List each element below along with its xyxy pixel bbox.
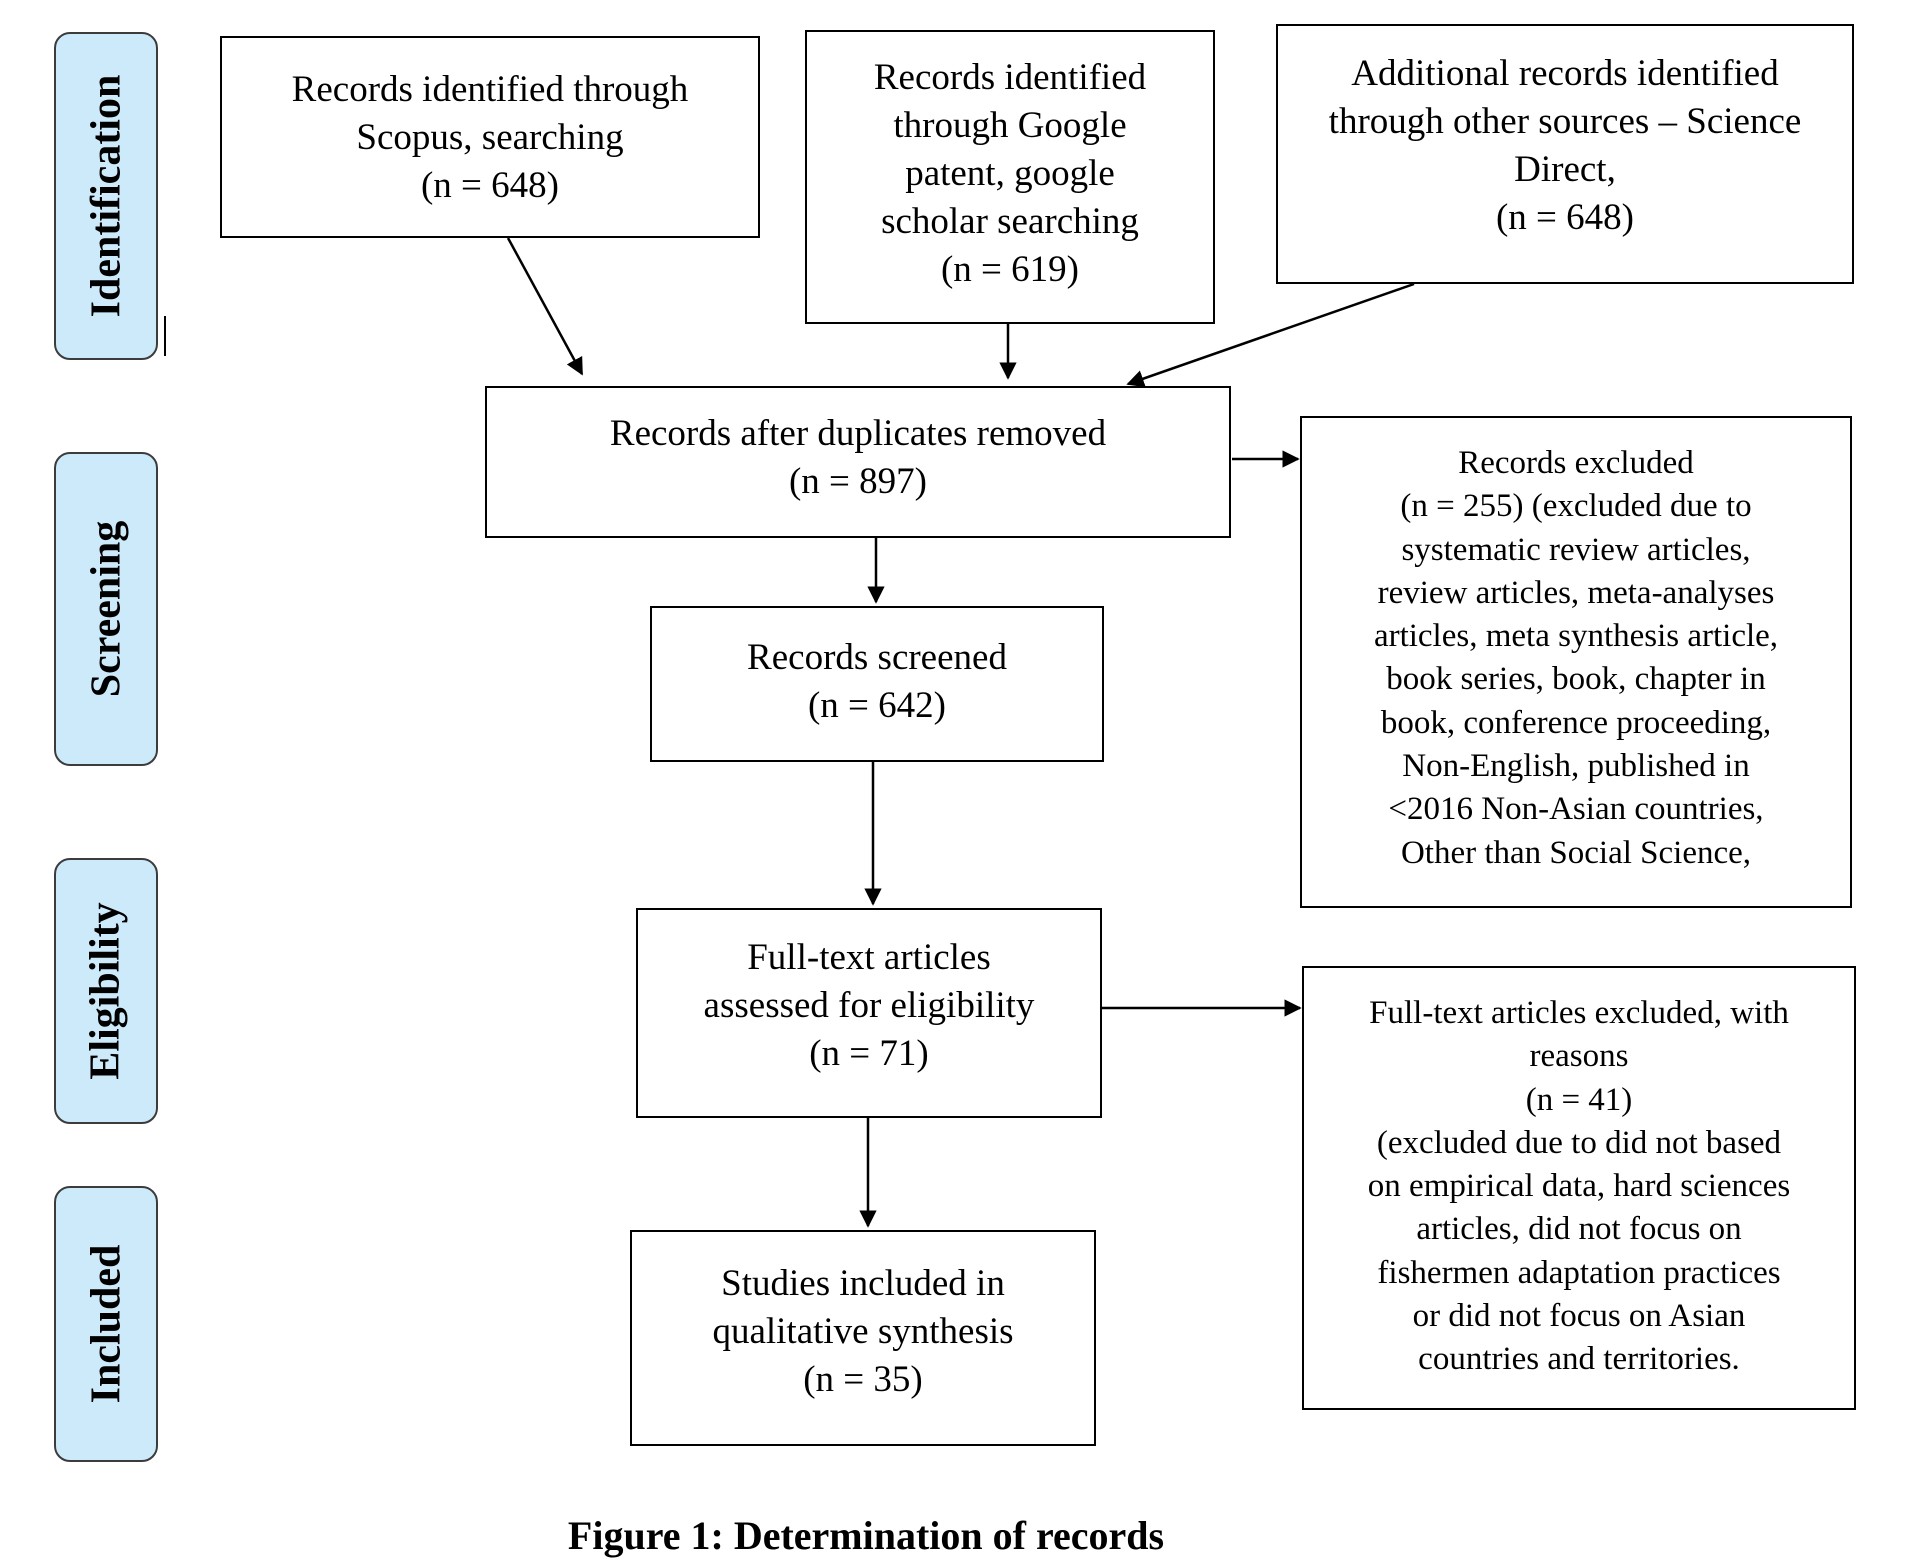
box-line: (n = 648)	[1495, 197, 1634, 238]
box-line: review articles, meta-analyses	[1377, 574, 1775, 611]
box-line: (excluded due to did not based	[1376, 1124, 1782, 1161]
box-line: Records identified through	[291, 69, 689, 110]
box-line: through Google	[893, 105, 1127, 146]
box-line: reasons	[1529, 1038, 1629, 1075]
box-line: systematic review articles,	[1401, 531, 1751, 568]
box-line: articles, meta synthesis article,	[1373, 618, 1779, 655]
box-line: (n = 35)	[803, 1359, 923, 1400]
fulltext-excluded-box: Full-text articles excluded, with reason…	[1302, 966, 1856, 1410]
box-line: (n = 41)	[1525, 1081, 1633, 1118]
stage-included-label: Included	[83, 1244, 130, 1404]
stage-identification: Identification	[54, 32, 158, 360]
scopus-records-box: Records identified through Scopus, searc…	[220, 36, 760, 238]
box-line: Non-English, published in	[1402, 748, 1750, 785]
box-line: Other than Social Science,	[1400, 834, 1752, 871]
box-line: on empirical data, hard sciences	[1367, 1168, 1791, 1205]
box-line: Scopus, searching	[356, 117, 624, 158]
stray-vertical-mark	[164, 316, 166, 356]
box-line: <2016 Non-Asian countries,	[1388, 791, 1764, 828]
box-line: patent, google	[905, 153, 1115, 194]
box-line: countries and territories.	[1418, 1341, 1740, 1378]
box-line: (n = 897)	[788, 461, 927, 502]
arrow-scopus-to-duplicates	[506, 237, 584, 376]
box-line: (n = 255) (excluded due to	[1400, 488, 1752, 525]
box-line: scholar searching	[881, 201, 1139, 242]
studies-included-box: Studies included in qualitative synthesi…	[630, 1230, 1096, 1446]
box-line: Direct,	[1514, 149, 1616, 190]
box-line: (n = 642)	[807, 685, 946, 726]
stage-eligibility-label: Eligibility	[83, 902, 129, 1080]
box-line: Full-text articles	[747, 937, 991, 978]
box-line: Records after duplicates removed	[609, 413, 1107, 454]
box-line: (n = 71)	[809, 1033, 929, 1074]
box-line: Records excluded	[1458, 445, 1694, 481]
box-line: Studies included in	[721, 1263, 1005, 1304]
box-line: Full-text articles excluded, with	[1369, 995, 1789, 1031]
fulltext-assessed-box: Full-text articles assessed for eligibil…	[636, 908, 1102, 1118]
box-line: Additional records identified	[1351, 53, 1779, 94]
records-screened-box: Records screened (n = 642)	[650, 606, 1104, 762]
box-line: articles, did not focus on	[1416, 1211, 1742, 1248]
records-excluded-box: Records excluded (n = 255) (excluded due…	[1300, 416, 1852, 908]
box-line: (n = 648)	[420, 165, 559, 206]
arrow-additional-to-duplicates	[1126, 282, 1415, 388]
figure-caption: Figure 1: Determination of records	[567, 1513, 1165, 1558]
stage-screening-label: Screening	[83, 520, 129, 698]
box-line: assessed for eligibility	[703, 985, 1035, 1026]
box-line: qualitative synthesis	[712, 1311, 1014, 1352]
box-line: book, conference proceeding,	[1380, 704, 1772, 741]
additional-records-box: Additional records identified through ot…	[1276, 24, 1854, 284]
box-line: or did not focus on Asian	[1412, 1298, 1746, 1335]
google-records-box: Records identified through Google patent…	[805, 30, 1215, 324]
box-line: through other sources – Science	[1328, 101, 1802, 142]
box-line: Records screened	[747, 637, 1007, 678]
duplicates-removed-box: Records after duplicates removed (n = 89…	[485, 386, 1231, 538]
box-line: (n = 619)	[940, 249, 1079, 290]
box-line: fishermen adaptation practices	[1377, 1254, 1781, 1291]
stage-screening: Screening	[54, 452, 158, 766]
box-line: Records identified	[873, 57, 1147, 98]
stage-eligibility: Eligibility	[54, 858, 158, 1124]
box-line: book series, book, chapter in	[1386, 661, 1766, 698]
stage-included: Included	[54, 1186, 158, 1462]
stage-identification-label: Identification	[83, 74, 130, 318]
